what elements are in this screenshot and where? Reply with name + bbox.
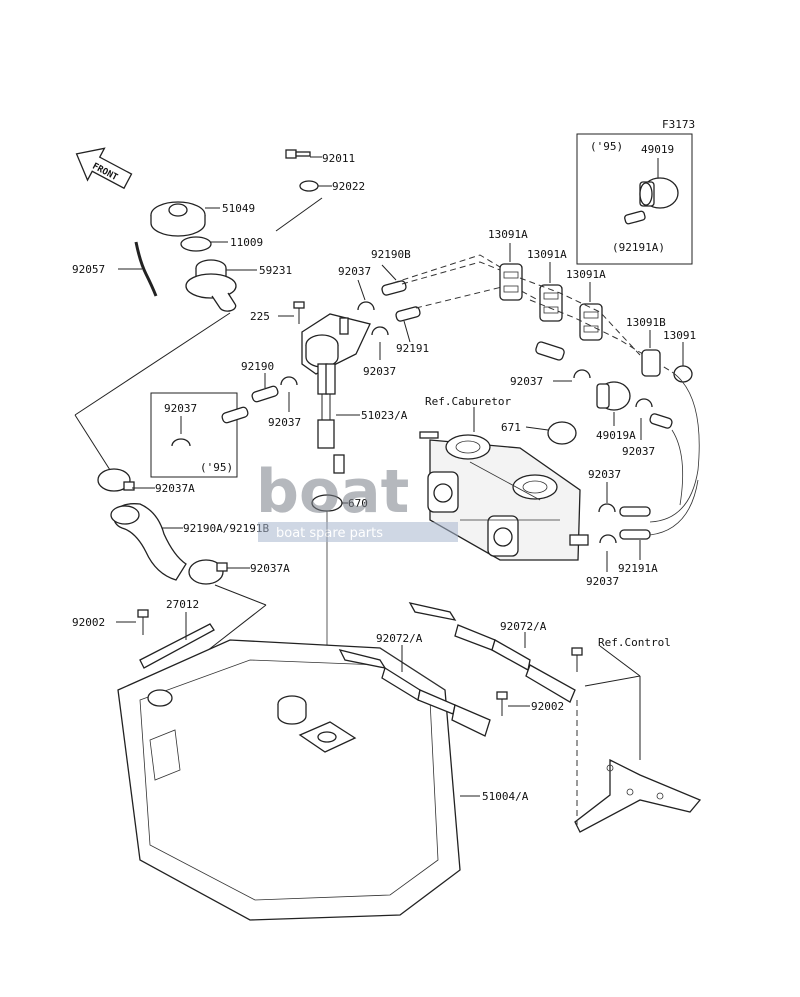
inset-box-95-top: ('95) 49019 (92191A): [576, 133, 693, 265]
callout-13091A-1: 13091A: [488, 228, 528, 241]
callout-92002-b: 92002: [531, 700, 564, 713]
hose-92190-a-icon: [221, 406, 249, 424]
pipe-small-icon: [624, 210, 646, 225]
pad-92072A-2-icon: [408, 602, 576, 703]
callout-92190A: 92190A/92191B: [183, 522, 269, 535]
clamp-13091B-icon: [641, 349, 661, 377]
bolt-92002-b-icon: [496, 691, 508, 716]
callout-92037-a: 92037: [338, 265, 371, 278]
inset-left-part: 92037: [164, 402, 197, 415]
hose-right-icon: [649, 413, 673, 429]
callout-13091B: 13091B: [626, 316, 666, 329]
clamp-13091-icon: [673, 365, 693, 383]
bolt-control-icon: [571, 647, 583, 672]
clip-92037-c-icon: [280, 376, 298, 386]
callout-92037-g: 92037: [586, 575, 619, 588]
callout-51004A: 51004/A: [482, 790, 529, 803]
filler-neck-icon: [185, 259, 237, 312]
front-arrow-icon: FRONT: [75, 147, 133, 190]
fuel-tank-icon: [117, 639, 461, 921]
ref-carburetor: Ref.Caburetor: [425, 395, 511, 408]
clip-92037-b-icon: [371, 326, 389, 336]
hose-92190B-icon: [381, 280, 407, 296]
hose-92191-icon: [395, 306, 421, 322]
watermark-tagline: boat spare parts: [276, 526, 383, 541]
figure-code: F3173: [662, 118, 695, 131]
clip-92037-g-icon: [599, 534, 617, 544]
pad-92072A-1-icon: [338, 649, 491, 737]
callout-92190: 92190: [241, 360, 274, 373]
hose-mid-icon: [535, 341, 565, 361]
fuel-valve-icon: [301, 313, 371, 474]
callout-92191A: 92191A: [618, 562, 658, 575]
solenoid-valve-icon: [639, 177, 679, 209]
o-ring-671-icon: [547, 421, 577, 445]
inset-box-95-left: 92037 ('95): [150, 392, 238, 478]
callout-92190B: 92190B: [371, 248, 411, 261]
clip-icon: [171, 438, 191, 447]
callout-92037-d: 92037: [510, 375, 543, 388]
callout-92002-a: 92002: [72, 616, 105, 629]
hose-clamp-92037A-2-icon: [188, 559, 228, 585]
hose-92190-b-icon: [251, 385, 279, 403]
callout-92037-c: 92037: [268, 416, 301, 429]
bolt-icon: [285, 149, 311, 159]
strap-icon: [134, 241, 158, 297]
clip-92037-d-icon: [573, 369, 591, 379]
clip-92037-f-icon: [598, 503, 616, 513]
strap-27012-icon: [139, 623, 215, 669]
clamp-13091A-3-icon: [579, 303, 603, 341]
watermark-brand: boat: [256, 457, 409, 527]
callout-92011: 92011: [322, 152, 355, 165]
callout-13091A-2: 13091A: [527, 248, 567, 261]
callout-92037-b: 92037: [363, 365, 396, 378]
callout-92072A-1: 92072/A: [376, 632, 423, 645]
callout-51049: 51049: [222, 202, 255, 215]
callout-671: 671: [501, 421, 521, 434]
clamp-13091A-1-icon: [499, 263, 523, 301]
carburetor-icon: [419, 431, 589, 561]
hose-92191A-b-icon: [619, 529, 651, 540]
inset-top-year: ('95): [590, 140, 623, 153]
callout-92037A-1: 92037A: [155, 482, 195, 495]
fuel-hose-icon: [110, 503, 187, 581]
screw-icon: [293, 301, 305, 324]
callout-59231: 59231: [259, 264, 292, 277]
callout-670: 670: [348, 497, 368, 510]
clip-92037-a-icon: [357, 301, 375, 311]
callout-92037-f: 92037: [588, 468, 621, 481]
callout-11009: 11009: [230, 236, 263, 249]
callout-92022: 92022: [332, 180, 365, 193]
solenoid-49019A-icon: [596, 381, 631, 411]
washer-icon: [299, 180, 319, 192]
control-bracket-icon: [574, 758, 702, 833]
callout-92057: 92057: [72, 263, 105, 276]
fuel-cap-icon: [150, 201, 206, 237]
callout-13091A-3: 13091A: [566, 268, 606, 281]
watermark-logo: boat boat spare parts: [256, 457, 458, 542]
inset-top-part-49019: 49019: [641, 143, 674, 156]
clip-92037-e-icon: [635, 398, 653, 408]
hose-92191A-a-icon: [619, 506, 651, 517]
callout-92072A-2: 92072/A: [500, 620, 547, 633]
inset-top-part-92191A: (92191A): [612, 241, 665, 254]
callout-13091: 13091: [663, 329, 696, 342]
gasket-ring-icon: [180, 236, 212, 252]
callout-51023A: 51023/A: [361, 409, 408, 422]
callout-49019A: 49019A: [596, 429, 636, 442]
inset-left-year: ('95): [200, 461, 233, 474]
callout-92037A-2: 92037A: [250, 562, 290, 575]
callout-92037-e: 92037: [622, 445, 655, 458]
callout-92191: 92191: [396, 342, 429, 355]
callout-225: 225: [250, 310, 270, 323]
callout-27012: 27012: [166, 598, 199, 611]
ref-control: Ref.Control: [598, 636, 671, 649]
bolt-92002-a-icon: [137, 609, 149, 635]
hose-clamp-92037A-1-icon: [97, 468, 135, 492]
clamp-13091A-2-icon: [539, 284, 563, 322]
